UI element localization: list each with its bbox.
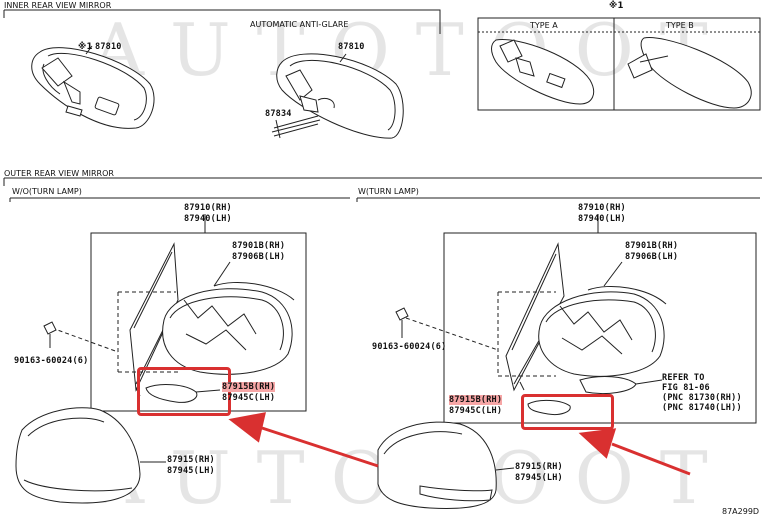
anti-glare-part: 87810 [338, 42, 365, 52]
right-cap-rh: 87915(RH) [515, 462, 563, 472]
left-cap-lh: 87945(LH) [167, 466, 215, 476]
type-box-mark: ※1 [609, 1, 624, 11]
outer-left-bolt [43, 321, 57, 335]
right-refer-3: (PNC 81730(RH)) [662, 393, 742, 403]
outer-right-housing [538, 291, 665, 377]
inner-mirror-mark: ※1 [78, 42, 93, 52]
inner-section-bracket [4, 9, 441, 34]
type-a-label: TYPE A [530, 21, 558, 30]
type-b-label: TYPE B [666, 21, 694, 30]
type-box [477, 17, 761, 111]
outer-right-detail-box [443, 232, 757, 424]
figure-code: 87A299D [722, 507, 760, 516]
annotation-arrow-left-head [228, 412, 266, 443]
annotation-arrow-right-head [578, 428, 617, 459]
left-cover-lh: 87945C(LH) [222, 393, 276, 403]
left-glass-lh: 87906B(LH) [232, 252, 286, 262]
outer-right-cap [377, 421, 497, 509]
left-bolt: 90163-60024(6) [14, 356, 89, 366]
inner-section-title: INNER REAR VIEW MIRROR [4, 1, 112, 10]
right-bolt: 90163-60024(6) [372, 342, 447, 352]
outer-left-detail-box [90, 232, 307, 412]
right-refer-1: REFER TO [662, 373, 705, 383]
anti-glare-title: AUTOMATIC ANTI-GLARE [250, 20, 349, 29]
inner-mirror-part: 87810 [95, 42, 122, 52]
left-cap-rh: 87915(RH) [167, 455, 215, 465]
inner-mirror-drawing [31, 45, 155, 129]
left-glass-rh: 87901B(RH) [232, 241, 286, 251]
right-assy-lh: 87940(LH) [578, 214, 626, 224]
watermark-top: AUTOTOOT [92, 8, 734, 92]
left-assy-lh: 87940(LH) [184, 214, 232, 224]
anti-glare-mirror-drawing [271, 53, 404, 139]
right-refer-2: FIG 81-06 [662, 383, 710, 393]
outer-right-turn-lamp [579, 376, 637, 395]
right-glass-rh: 87901B(RH) [625, 241, 679, 251]
type-a-drawing [491, 39, 595, 105]
outer-left-title: W/O(TURN LAMP) [12, 187, 82, 196]
annotation-box-left [137, 367, 231, 416]
right-cap-lh: 87945(LH) [515, 473, 563, 483]
right-cover-rh: 87915B(RH) [449, 395, 503, 405]
outer-section-title: OUTER REAR VIEW MIRROR [4, 169, 114, 178]
type-b-drawing [627, 37, 752, 109]
right-glass-lh: 87906B(LH) [625, 252, 679, 262]
outer-left-cover [145, 384, 198, 403]
outer-right-cover [527, 399, 571, 415]
right-refer-4: (PNC 81740(LH)) [662, 403, 742, 413]
outer-left-glass [129, 242, 179, 392]
outer-right-title: W(TURN LAMP) [358, 187, 419, 196]
annotation-arrow-right-line [611, 442, 691, 476]
outer-right-bolt [395, 307, 409, 321]
right-cover-lh: 87945C(LH) [449, 406, 503, 416]
outer-right-glass [505, 242, 565, 392]
annotation-arrow-left-line [261, 426, 379, 468]
right-assy-rh: 87910(RH) [578, 203, 626, 213]
outer-left-cap [15, 407, 141, 504]
annotation-box-right [521, 394, 614, 430]
left-cover-rh: 87915B(RH) [222, 382, 276, 392]
harness-part: 87834 [265, 109, 292, 119]
left-assy-rh: 87910(RH) [184, 203, 232, 213]
